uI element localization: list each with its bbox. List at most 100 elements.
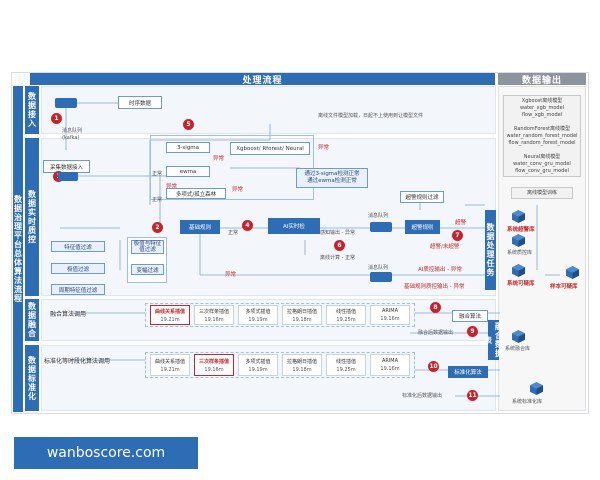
- label-normal-3: 正常: [228, 230, 239, 236]
- standard-method-value: 19.19m: [248, 366, 268, 373]
- step-2-marker: 2: [152, 222, 163, 233]
- quality-stage: [41, 138, 496, 296]
- msg-queue-2-label: 消息队列: [368, 265, 389, 271]
- ai-judge-label: AI质控输出 - 异常: [418, 267, 462, 273]
- standard-method-name: 线性插值: [335, 358, 356, 365]
- standard-method-value: 19.16m: [380, 366, 400, 372]
- label-normal-2: 正常: [152, 197, 163, 203]
- kafka-label: 消息队列 (kafka): [62, 128, 83, 141]
- process-header: 处理流程: [30, 73, 495, 86]
- alarm-db-icon: [512, 210, 525, 223]
- extreme-check-box: 极值与特征 值过滤: [131, 240, 164, 254]
- db-sample-label: 样本可疑库: [550, 284, 578, 290]
- step-5-marker: 5: [183, 119, 194, 130]
- std-out-label: 标准化后数据输出: [402, 393, 443, 399]
- fusion-method-value: 19.21m: [160, 316, 180, 323]
- infer-out2-label: 离线计算 - 正常: [320, 255, 355, 261]
- models-box: Xgboost/ Rforest/ Neural: [230, 142, 310, 155]
- standard-method-value: 19.21m: [160, 366, 180, 373]
- db-fusion-label: 系统融合库: [505, 346, 531, 352]
- db-trusted-label: 系统可疑库: [507, 281, 535, 287]
- main-side-label: 数据治理平台总体算法流程: [13, 86, 23, 412]
- trusted-db-icon: [512, 264, 525, 277]
- feature-filter-box: 特征值过滤: [51, 241, 105, 252]
- output-header: 数据输出: [498, 73, 586, 86]
- db-quality-label: 系统质控库: [507, 250, 533, 256]
- fusion-method-value: 19.16m: [380, 316, 400, 322]
- fusion-method-name: ARIMA: [381, 308, 399, 314]
- fusion-method-name: 三次样条插值: [198, 308, 229, 315]
- standard-method-name: 三次样条插值: [198, 358, 229, 365]
- sigma-box: 3-sigma: [166, 142, 210, 153]
- fusion-table-label: 融合数据表: [484, 320, 504, 360]
- model-train-box: 离线模型训练: [511, 187, 573, 199]
- periodic-filter-box: 周期特征值过滤: [51, 284, 105, 295]
- poly-rf-box: 多项式/孤立森林: [166, 188, 226, 199]
- infer-out-label: 感知输出 - 异常: [320, 230, 355, 236]
- label-abnormal-1: 异常: [213, 156, 225, 162]
- standard-method-value: 19.18m: [292, 366, 312, 373]
- standard-db-icon: [530, 382, 543, 395]
- standard-method-value: 19.16m: [204, 366, 224, 373]
- label-abnormal-5: 异常: [225, 272, 237, 278]
- fusion-box: 融合算法: [452, 310, 488, 322]
- label-normal-1: 正常: [152, 171, 163, 177]
- msg-queue-1-label: 消息队列: [368, 213, 389, 219]
- label-abnormal-3: 异常: [232, 187, 244, 193]
- standard-method-cell: ARIMA 19.16m: [370, 354, 410, 376]
- standard-method-value: 19.25m: [336, 366, 356, 373]
- step-1-marker: 1: [51, 113, 62, 124]
- step-10-marker: 10: [428, 361, 439, 372]
- fusion-method-cell: ARIMA 19.16m: [370, 305, 410, 325]
- fusion-methods-group: [145, 303, 415, 327]
- step-8-marker: 8: [430, 302, 441, 313]
- fusion-method-value: 19.18m: [292, 316, 312, 323]
- standard-methods-group: [145, 352, 415, 378]
- standard-method-name: 曲线关系插值: [154, 358, 185, 365]
- change-filter-box: 变幅过滤: [131, 264, 164, 275]
- label-abnormal-2: 异常: [166, 184, 178, 190]
- combined-label: 基础规则质控输出 - 异常: [404, 284, 465, 290]
- fusion-method-name: 拉格朗日插值: [286, 308, 317, 315]
- label-abnormal-4: 异常: [318, 145, 330, 151]
- ewma-box: ewma: [166, 166, 210, 177]
- extreme-filter-box: 极值过滤: [51, 263, 105, 274]
- step-9-marker: 9: [467, 326, 478, 337]
- db-alarm-label: 系统超警库: [507, 227, 535, 233]
- offline-note: 离线文件模型加载，日起不上使用到让模型文件: [318, 113, 424, 119]
- footer-banner[interactable]: wanboscore.com: [14, 437, 198, 469]
- realtime-data-box: 时序数据: [118, 96, 162, 109]
- ingest-source-pill: [55, 98, 77, 108]
- standard-method-name: 多项式插值: [245, 358, 271, 365]
- basic-rules-box: 基础规则: [180, 220, 220, 234]
- ingest-stage: [41, 86, 496, 134]
- fusion-algo-label: 融合算法调用: [50, 311, 87, 318]
- task-label: 数据处理任务: [485, 210, 496, 290]
- fusion-db-icon: [512, 330, 525, 343]
- step-11-marker: 11: [467, 390, 478, 401]
- fusion-label: 数据融合: [25, 299, 39, 341]
- sample-db-icon: [566, 266, 579, 279]
- standard-method-name: ARIMA: [381, 358, 399, 364]
- fusion-method-name: 曲线关系插值: [154, 308, 185, 315]
- ingest-label: 数据接入: [25, 86, 39, 134]
- fusion-out-label: 融合后数据输出: [418, 330, 454, 336]
- standard-method-name: 拉格朗日插值: [286, 358, 317, 365]
- fusion-method-value: 19.19m: [248, 316, 268, 323]
- quality-db-icon: [512, 234, 525, 247]
- msg-queue-1: [370, 222, 392, 232]
- db-standard-label: 系统标准化库: [512, 399, 543, 405]
- label-alarm-line: 超警/未超警: [430, 244, 460, 250]
- model-list-box: Xgboost离线模型 water_xgb_model flow_xgb_mod…: [503, 95, 581, 177]
- quality-label: 数据实时质控: [25, 138, 39, 296]
- alarm-rules-box: 超警规则: [405, 220, 440, 234]
